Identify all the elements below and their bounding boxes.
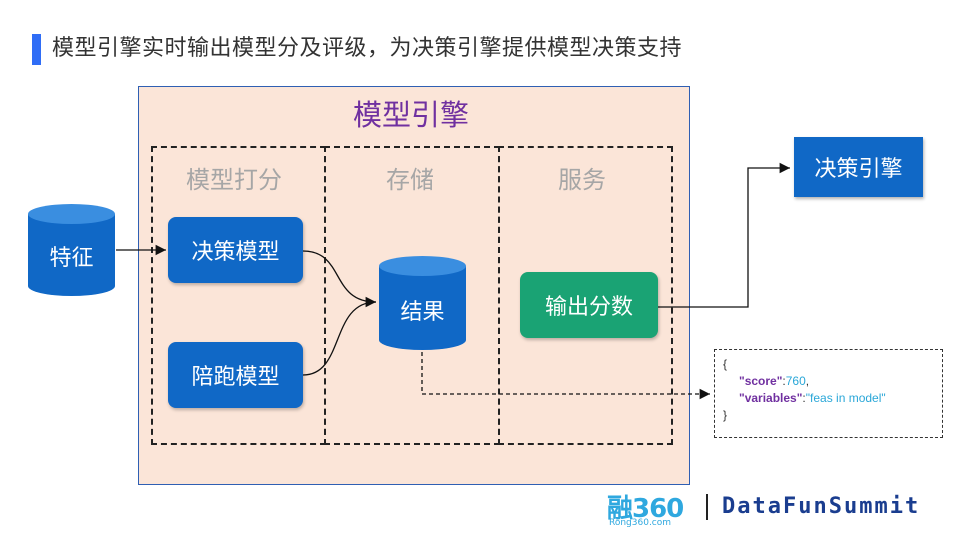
rong360-logo-main: 融360	[607, 494, 684, 524]
arrow-output-to-decision-engine	[658, 162, 790, 308]
output-score-node: 输出分数	[520, 272, 658, 338]
decision-engine-node: 决策引擎	[794, 137, 923, 197]
arrow-decision-model-to-result	[302, 250, 377, 308]
section-label-service: 服务	[558, 166, 606, 194]
json-score-value: 760	[785, 374, 806, 388]
feature-cylinder	[28, 204, 115, 296]
json-variables-line: "variables":"feas in model"	[739, 391, 886, 405]
dashed-arrow-result-to-json	[421, 352, 710, 400]
json-score-key: "score"	[739, 374, 783, 388]
decision-model-node: 决策模型	[168, 217, 303, 283]
page-title: 模型引擎实时输出模型分及评级，为决策引擎提供模型决策支持	[52, 36, 683, 61]
rong360-logo-sub: Rong360.com	[609, 518, 672, 528]
datafun-summit-logo: DataFunSummit	[722, 494, 921, 519]
shadow-model-node: 陪跑模型	[168, 342, 303, 408]
section-label-storage: 存储	[386, 166, 434, 194]
feature-label: 特征	[49, 246, 94, 271]
title-accent-bar	[32, 34, 41, 65]
arrow-shadow-model-to-result	[302, 301, 377, 376]
json-sample-box: { "score":760, "variables":"feas in mode…	[714, 349, 943, 438]
json-variables-key: "variables"	[739, 391, 803, 405]
result-cylinder	[379, 256, 466, 350]
result-label: 结果	[400, 300, 445, 325]
section-service	[498, 146, 673, 445]
footer-divider	[706, 494, 708, 520]
json-variables-value: "feas in model"	[805, 391, 886, 405]
json-open-brace: {	[723, 357, 728, 371]
model-engine-title: 模型引擎	[353, 98, 470, 132]
section-label-scoring: 模型打分	[186, 166, 282, 194]
json-close-brace: }	[723, 408, 728, 422]
rong360-logo: 融360 Rong360.com	[607, 488, 684, 528]
json-score-line: "score":760,	[739, 374, 810, 388]
